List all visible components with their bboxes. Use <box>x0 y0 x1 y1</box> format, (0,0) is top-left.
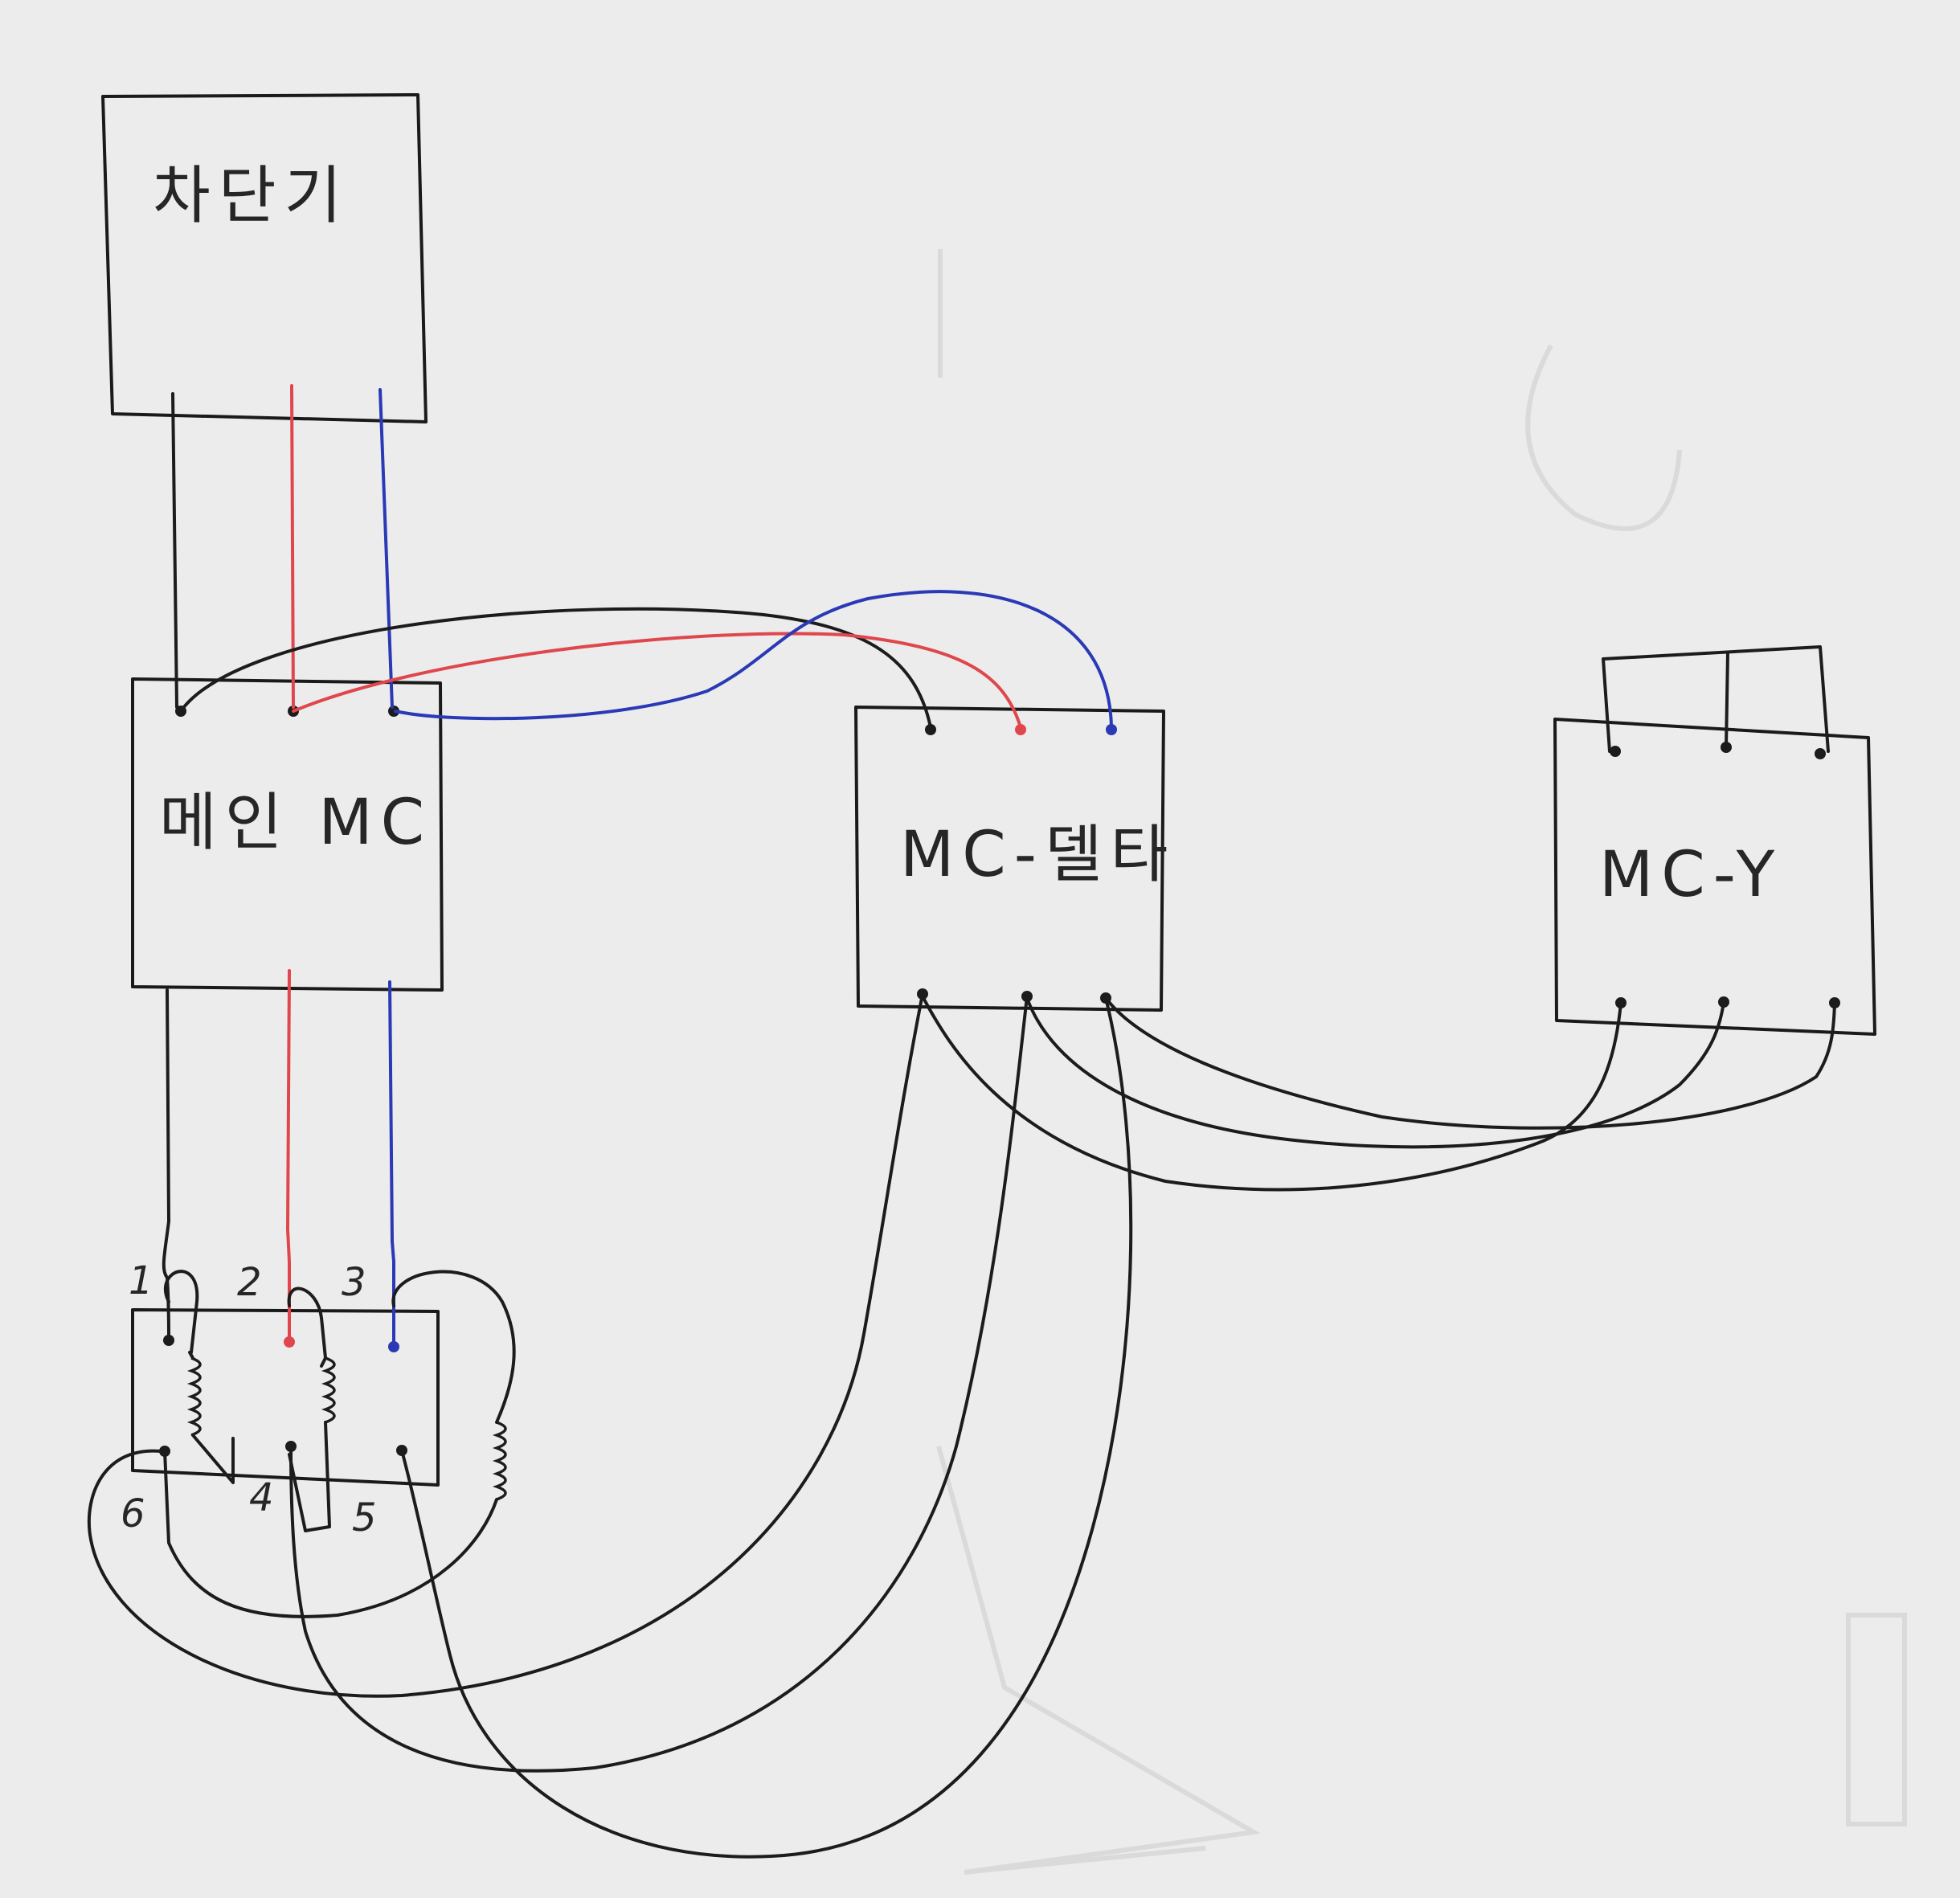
motor-terminal-4-label: 4 <box>249 1475 274 1520</box>
loop-terminal-3 <box>391 1270 516 1424</box>
wire-delta-y-1 <box>921 995 1622 1192</box>
wire-breaker-mainmc-phase3 <box>378 388 394 709</box>
wire-mainmc-delta-phase3 <box>394 590 1113 729</box>
wire-mainmc-motor-2 <box>286 969 291 1342</box>
motor-terminal-1 <box>163 1335 174 1346</box>
wire-mainmc-motor-3 <box>388 980 395 1345</box>
wire-delta-motor-4 <box>289 995 1029 1773</box>
wires <box>87 384 1836 1859</box>
mc-delta-label: MC-델타 <box>900 819 1176 891</box>
motor-terminal-3 <box>388 1341 399 1352</box>
wire-delta-motor-5 <box>400 996 1133 1859</box>
motor-terminal-5-label: 5 <box>352 1495 377 1540</box>
wire-breaker-mainmc-phase2 <box>290 384 295 709</box>
mc-y-label: MC-Y <box>1599 839 1782 911</box>
motor-terminal-3-label: 3 <box>342 1260 366 1305</box>
loop-terminal-2 <box>287 1286 327 1360</box>
mc-y-terminal-top-1 <box>1610 746 1621 757</box>
mc-delta-terminal-top-1 <box>925 724 936 735</box>
motor-terminal-2-label: 2 <box>237 1260 262 1305</box>
loop-terminal-1 <box>163 1270 199 1354</box>
motor-terminal-1-label: 1 <box>129 1258 153 1303</box>
wire-breaker-mainmc-phase1 <box>171 392 178 709</box>
mc-delta-terminal-top-3 <box>1106 724 1117 735</box>
wire-delta-y-3 <box>1104 996 1836 1130</box>
mc-delta-terminal-top-2 <box>1015 724 1026 735</box>
winding-2-5 <box>321 1356 336 1424</box>
main-mc-label: 메인 MC <box>159 787 432 859</box>
paper-emboss <box>936 249 1907 1875</box>
winding-1-4 <box>186 1356 202 1437</box>
wire-delta-y-2 <box>1025 996 1725 1149</box>
motor: 1 2 3 6 4 5 <box>121 1258 507 1540</box>
wire-mainmc-delta-phase2 <box>292 632 1022 729</box>
wire-delta-motor-6 <box>87 992 924 1698</box>
mc-delta: MC-델타 <box>854 706 1176 1012</box>
mc-y-terminal-top-3 <box>1815 748 1826 759</box>
mc-y-star-bridge <box>1602 645 1830 753</box>
wire-mainmc-delta-phase1 <box>179 607 932 729</box>
winding-3-6 <box>492 1421 507 1501</box>
main-mc: 메인 MC <box>131 677 444 992</box>
motor-terminal-6-label: 6 <box>121 1491 145 1536</box>
mc-y: MC-Y <box>1553 645 1876 1036</box>
breaker: 차단기 <box>101 93 428 423</box>
winding-3-6-lead <box>163 1450 498 1618</box>
breaker-label: 차단기 <box>153 160 350 232</box>
